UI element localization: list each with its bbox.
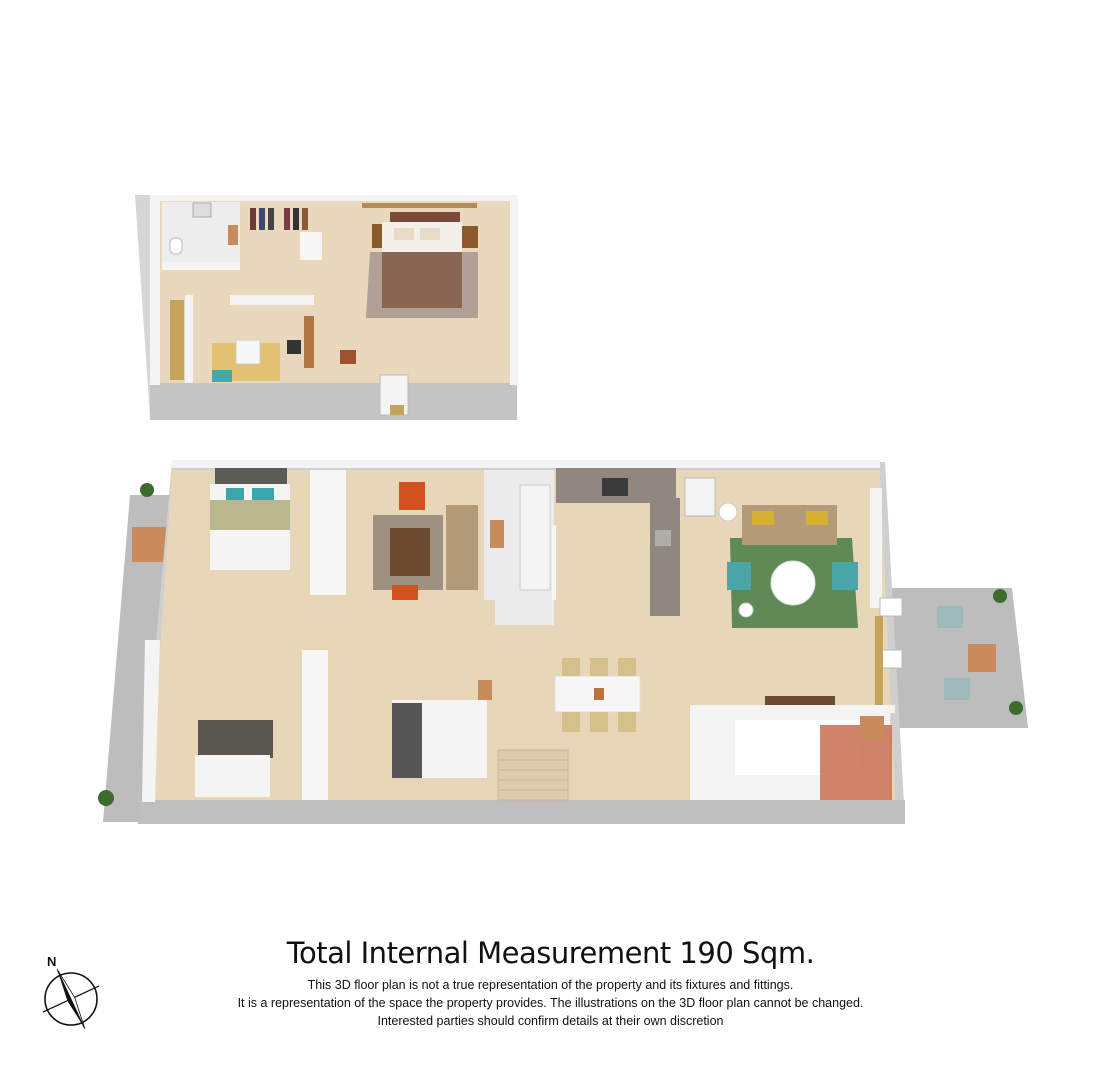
master-bed-blanket <box>382 252 462 308</box>
living-door <box>684 477 716 517</box>
living-armchair <box>832 562 858 590</box>
upper-floor <box>135 195 518 420</box>
upper-internal-wall <box>162 262 240 270</box>
compass-icon <box>42 968 100 1030</box>
coffee-table <box>390 528 430 576</box>
pot-plant <box>993 589 1007 603</box>
pot-plant <box>1009 701 1023 715</box>
side-chair <box>340 350 356 364</box>
kitchen-sink <box>655 530 671 546</box>
lounge-armchair <box>399 482 425 510</box>
living-wall-east <box>870 488 882 608</box>
centrepiece <box>594 688 604 700</box>
pillow <box>420 228 440 240</box>
upper-wall-east <box>510 195 518 385</box>
living-armchair <box>727 562 751 590</box>
compass-north-label: N <box>47 954 57 969</box>
study-chair <box>212 370 232 382</box>
study-wall <box>230 295 314 305</box>
lower-floor <box>98 460 1028 824</box>
disclaimer-line-3: Interested parties should confirm detail… <box>377 1014 724 1028</box>
pot-plant <box>140 483 154 497</box>
bathtub <box>519 484 551 591</box>
lounge-sofa <box>446 505 478 590</box>
pot-plant <box>98 790 114 806</box>
built-in-robe <box>302 650 328 800</box>
bedside-table-right <box>462 226 478 248</box>
round-coffee-table <box>770 560 816 606</box>
hallway <box>175 600 495 645</box>
disclaimer-line-1: This 3D floor plan is not a true represe… <box>307 978 794 992</box>
bedside-table <box>478 680 492 700</box>
side-table <box>738 602 754 618</box>
throw-blanket <box>210 500 290 530</box>
floor-lamp <box>718 502 738 522</box>
sideboard <box>765 696 835 706</box>
lower-wall-face <box>138 800 905 824</box>
cushion <box>252 488 274 500</box>
bedhead <box>215 468 287 484</box>
staircase <box>497 749 569 801</box>
hallway-strip <box>170 300 184 380</box>
deck-table <box>968 644 996 672</box>
disclaimer-line-2: It is a representation of the space the … <box>237 996 864 1010</box>
east-deck <box>880 588 1028 728</box>
lower-wall-west <box>142 640 160 802</box>
lower-wall-north <box>172 460 880 468</box>
laundry-tub <box>860 716 884 740</box>
upper-floor-wall-face <box>150 382 517 420</box>
upper-wall-north <box>155 195 517 201</box>
toilet <box>169 237 183 255</box>
study-wall-west <box>185 295 193 383</box>
pendant-bar <box>362 203 477 208</box>
garage-wall-north <box>690 705 895 713</box>
cushion <box>806 511 828 525</box>
deck-chair <box>944 678 970 700</box>
hanging-clothes <box>250 208 308 230</box>
cushion <box>752 511 774 525</box>
total-measurement-title: Total Internal Measurement 190 Sqm. <box>286 936 815 970</box>
bathroom-vanity <box>490 520 504 548</box>
vanity <box>228 225 238 245</box>
cooktop <box>602 478 628 496</box>
deck-chair <box>937 606 963 628</box>
bedroom-3-bedhead <box>198 720 273 758</box>
bedroom-3-bed <box>195 755 270 797</box>
dining-chairs <box>562 658 636 732</box>
rug-centre <box>235 339 261 365</box>
deck-threshold <box>875 616 883 706</box>
bedroom-4-blanket <box>392 703 422 778</box>
cushion <box>226 488 244 500</box>
kitchen-island <box>650 498 680 616</box>
robe-wall <box>300 232 322 260</box>
glass-door <box>879 597 903 617</box>
office-chair <box>287 340 301 354</box>
shower <box>192 202 212 218</box>
upper-wall-west <box>150 195 160 385</box>
stair-landing <box>390 405 404 415</box>
glass-door <box>879 649 903 669</box>
built-in-robe <box>310 470 346 595</box>
desk <box>304 316 314 368</box>
pillow <box>394 228 414 240</box>
